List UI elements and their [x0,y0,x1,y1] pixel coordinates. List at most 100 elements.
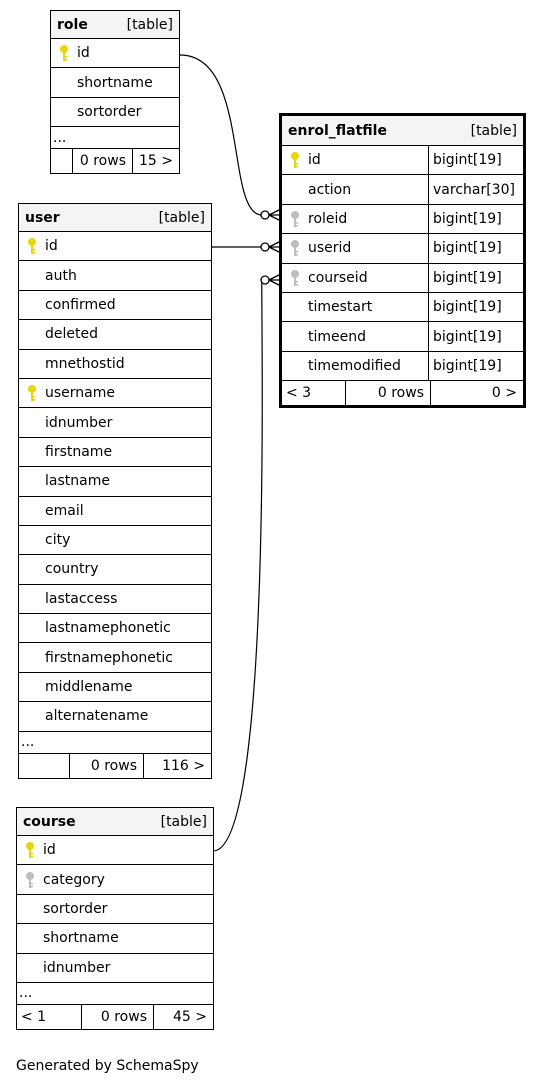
column-name: userid [308,240,352,257]
column-row-email[interactable]: email [19,497,211,526]
primary-key-icon [51,44,77,62]
table-header: course [table] [17,808,213,836]
column-name: id [43,842,56,859]
footer-parents[interactable] [51,149,73,174]
footer-children[interactable]: 15 > [139,153,173,170]
column-row-idnumber[interactable]: idnumber [19,408,211,438]
table-kind: [table] [158,209,205,226]
column-row-deleted[interactable]: deleted [19,320,211,350]
table-name: course [23,813,76,830]
column-row-middlename[interactable]: middlename [19,673,211,703]
column-row-sortorder[interactable]: sortorder [51,98,179,128]
column-row-id[interactable]: id [19,232,211,262]
crowfoot-roleid [260,208,282,222]
foreign-key-icon [282,239,308,257]
more-columns: ... [19,732,211,754]
footer-parents[interactable] [19,753,70,778]
column-name: timemodified [308,357,401,374]
column-row-firstname[interactable]: firstname [19,438,211,468]
table-header: enrol_flatfile [table] [282,116,523,146]
primary-key-icon [17,841,43,859]
column-name: id [45,238,58,255]
foreign-key-icon [282,269,308,287]
table-kind: [table] [126,16,173,33]
column-name: category [43,871,105,888]
column-name: mnethostid [45,355,125,372]
column-row-username[interactable]: username [19,379,211,409]
column-row-id[interactable]: id [51,39,179,69]
column-row-shortname[interactable]: shortname [17,924,213,954]
column-row-lastaccess[interactable]: lastaccess [19,585,211,615]
primary-key-icon [19,384,45,402]
table-name: role [57,16,88,33]
crowfoot-courseid [260,273,282,287]
column-row-sortorder[interactable]: sortorder [17,895,213,925]
table-header: user [table] [19,204,211,232]
column-name: firstname [45,443,113,460]
column-name: id [77,45,90,62]
column-name: sortorder [77,103,142,120]
footer-children[interactable]: 0 > [491,385,517,402]
column-name: email [45,502,84,519]
column-name: shortname [43,930,119,947]
column-row-userid[interactable]: userid bigint[19] [282,234,523,264]
table-header: role [table] [51,11,179,39]
table-kind: [table] [470,122,517,139]
column-row-id[interactable]: id [17,836,213,866]
column-name: auth [45,267,77,284]
column-row-category[interactable]: category [17,865,213,895]
column-row-mnethostid[interactable]: mnethostid [19,350,211,379]
footer-children[interactable]: 116 > [162,757,205,774]
column-row-confirmed[interactable]: confirmed [19,291,211,321]
column-row-idnumber[interactable]: idnumber [17,954,213,983]
column-name: lastaccess [45,590,118,607]
generated-by-label: Generated by SchemaSpy [16,1058,199,1074]
column-name: idnumber [43,959,111,976]
column-row-city[interactable]: city [19,526,211,556]
column-type: bigint[19] [428,234,523,263]
column-row-lastnamephonetic[interactable]: lastnamephonetic [19,614,211,644]
column-name: deleted [45,326,98,343]
column-name: shortname [77,74,153,91]
column-name: timeend [308,328,367,345]
column-name: timestart [308,299,373,316]
column-row-timeend[interactable]: timeend bigint[19] [282,322,523,352]
column-type: bigint[19] [428,263,523,292]
column-type: bigint[19] [428,204,523,234]
column-name: sortorder [43,900,108,917]
footer-children[interactable]: 45 > [173,1008,207,1025]
column-type: bigint[19] [428,146,523,175]
footer-row-count: 0 rows [82,1004,154,1029]
column-name: confirmed [45,296,116,313]
column-name: lastname [45,473,110,490]
table-footer: < 1 0 rows 45 > [17,1004,213,1029]
primary-key-icon [282,151,308,169]
column-name: action [308,181,352,198]
column-row-firstnamephonetic[interactable]: firstnamephonetic [19,643,211,673]
column-name: courseid [308,269,368,286]
column-row-lastname[interactable]: lastname [19,467,211,497]
column-type: bigint[19] [428,322,523,351]
column-row-courseid[interactable]: courseid bigint[19] [282,263,523,293]
column-row-country[interactable]: country [19,555,211,585]
column-name: city [45,532,71,549]
column-row-alternatename[interactable]: alternatename [19,702,211,732]
column-row-shortname[interactable]: shortname [51,68,179,98]
footer-parents[interactable]: < 3 [282,381,346,406]
table-footer: < 3 0 rows 0 > [282,381,523,406]
table-user[interactable]: user [table] id auth confirmed deleted mneth… [18,203,212,779]
column-name: middlename [45,679,133,696]
column-type: bigint[19] [428,351,523,381]
column-row-timemodified[interactable]: timemodified bigint[19] [282,351,523,382]
table-course[interactable]: course [table] id category sortorder shortn… [16,807,214,1030]
column-name: firstnamephonetic [45,649,173,666]
column-row-auth[interactable]: auth [19,261,211,291]
footer-parents[interactable]: < 1 [17,1004,82,1029]
column-name: username [45,385,115,402]
